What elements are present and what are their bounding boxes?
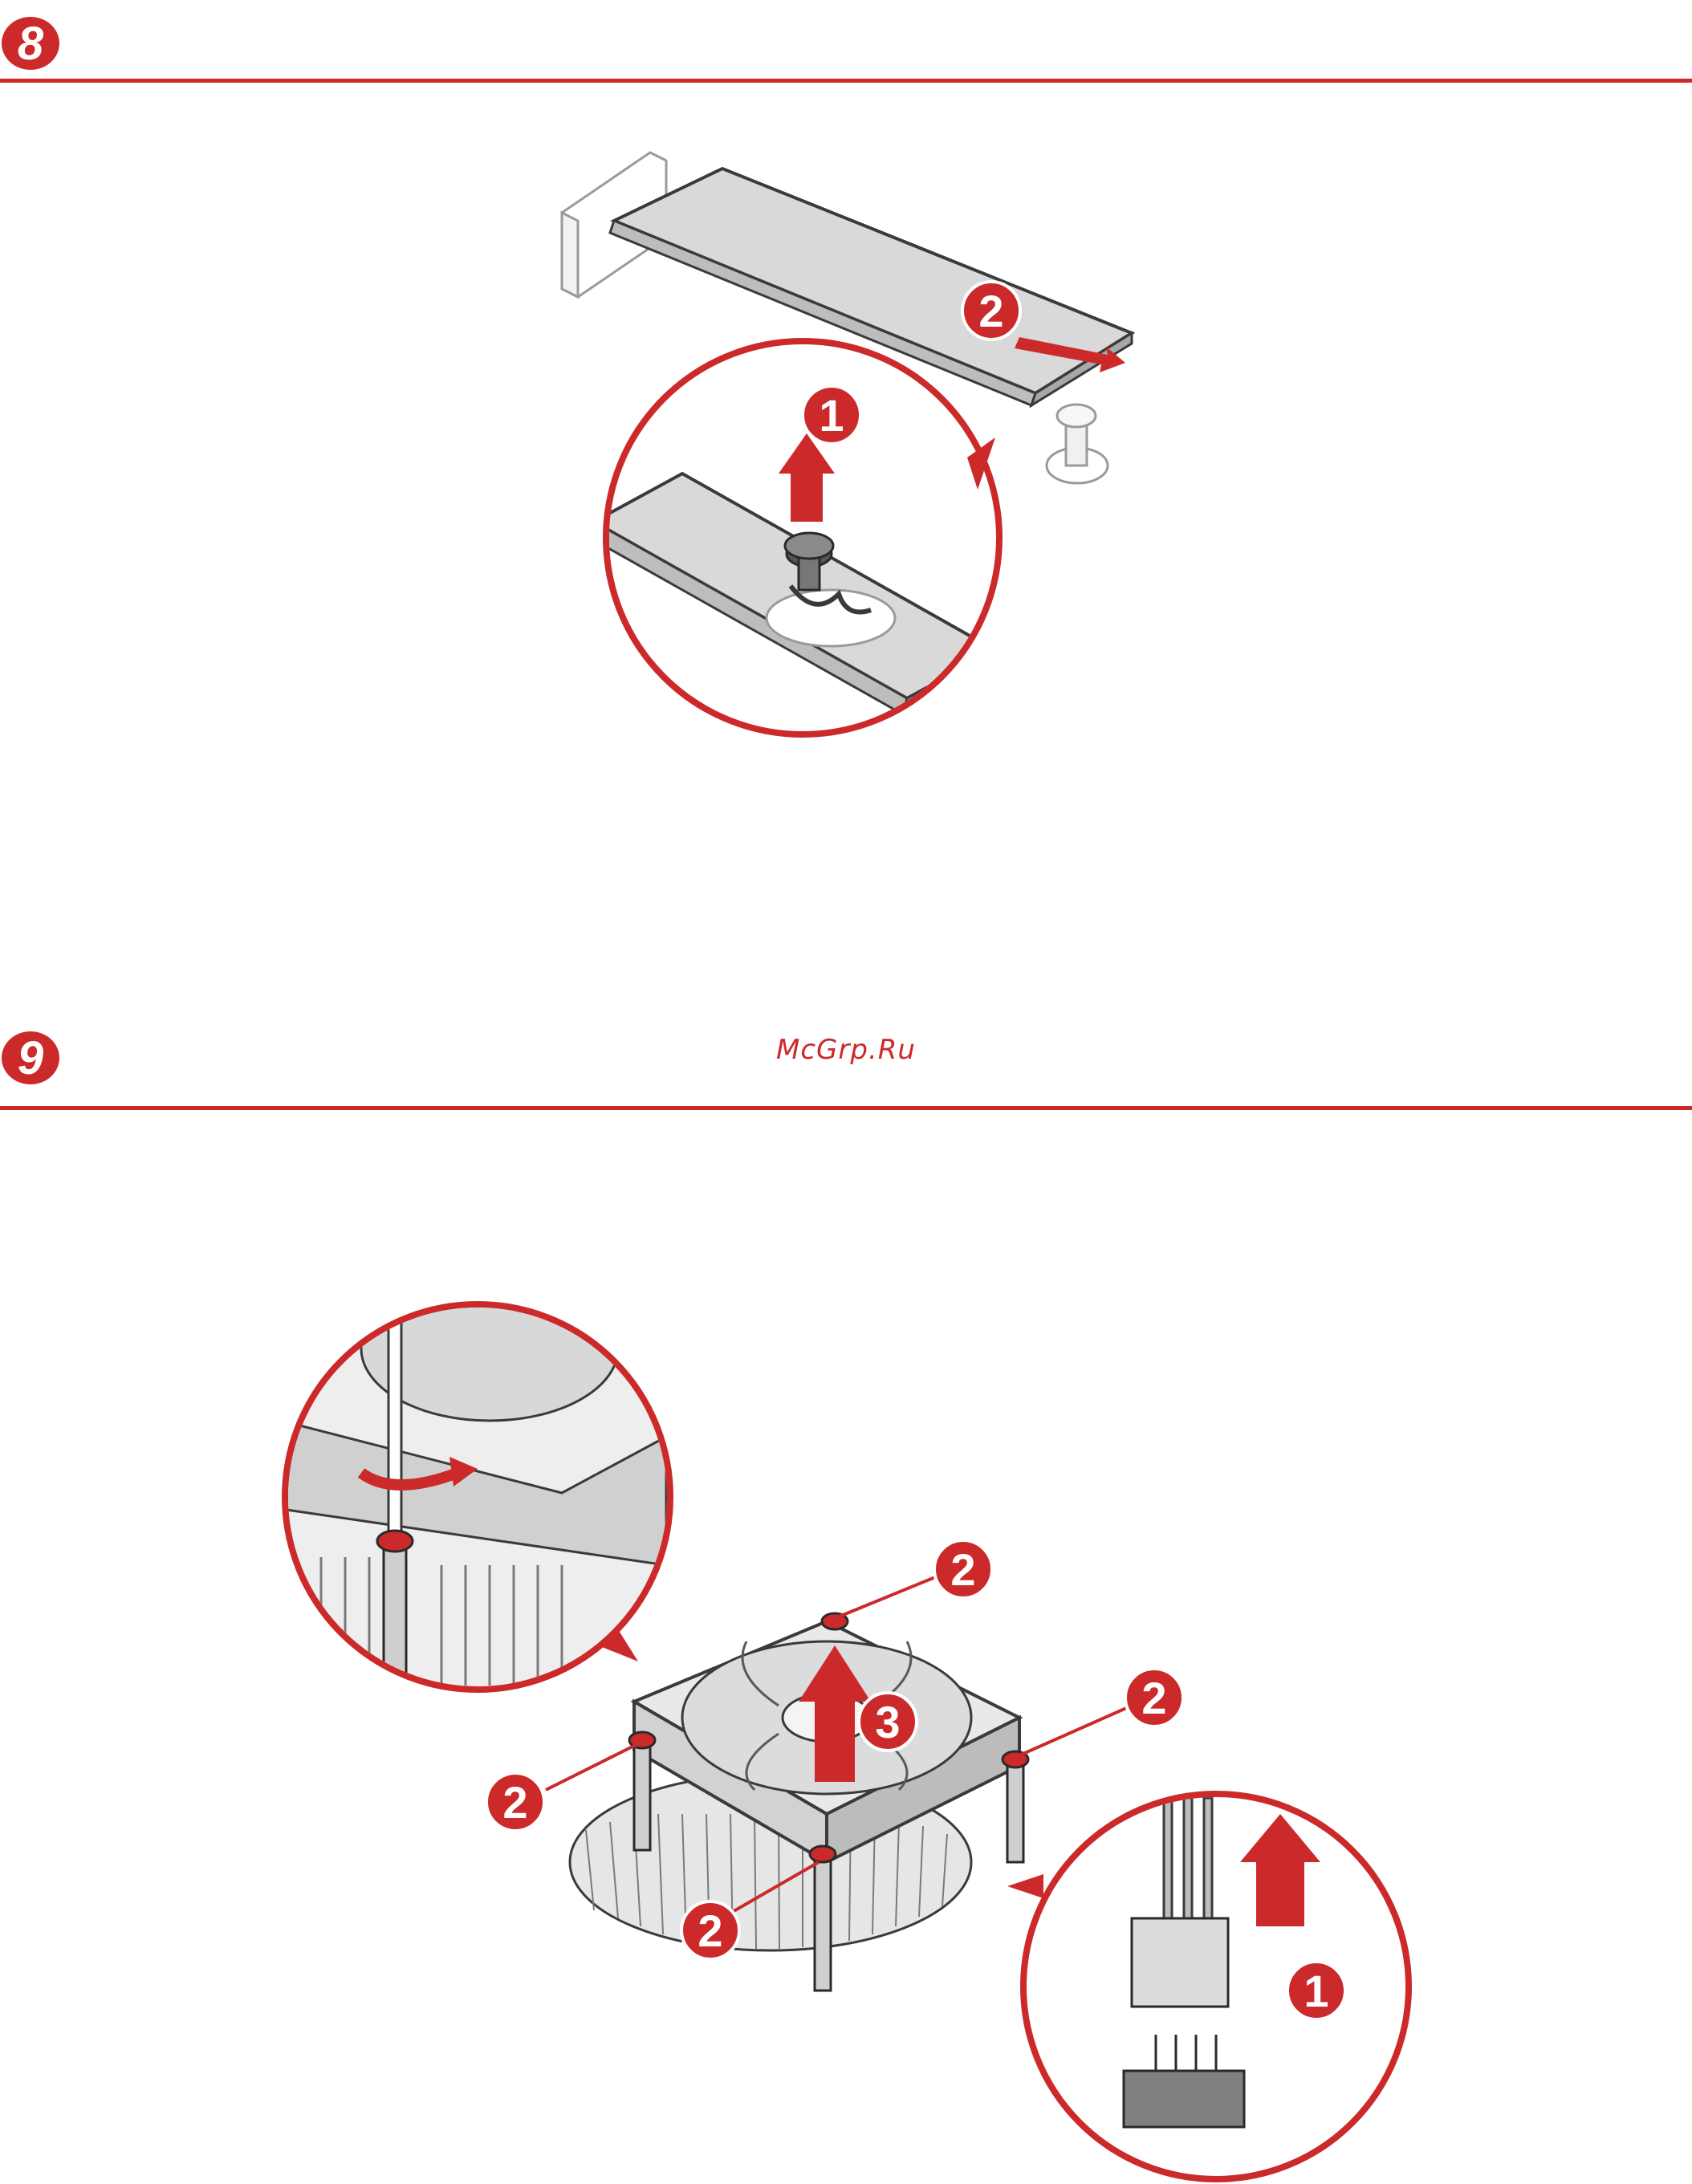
step-8-number: 8 [18, 18, 44, 70]
callout-2-left: 2 [486, 1773, 544, 1831]
m2-retainer [1047, 405, 1108, 483]
callout-1-label: 1 [819, 390, 844, 441]
step-8-divider [0, 79, 1692, 83]
callout-1-connector-label: 1 [1304, 1966, 1328, 2016]
callout-2-top: 2 [934, 1540, 992, 1598]
callout-2-top-label: 2 [950, 1544, 975, 1595]
callout-2-right-label: 2 [1141, 1673, 1166, 1723]
detail-magnifier [590, 341, 999, 734]
step-8-badge: 8 [0, 14, 66, 72]
callout-1-connector: 1 [1287, 1962, 1345, 2019]
step-8-illustration: 2 1 [546, 136, 1156, 763]
callout-3-label: 3 [875, 1697, 900, 1747]
callout-2-left-label: 2 [502, 1777, 527, 1828]
connector-detail-magnifier [1007, 1794, 1409, 2179]
watermark-text: McGrp.Ru [0, 1034, 1692, 1066]
screw-detail-magnifier [281, 1300, 670, 1690]
callout-2-bottom-label: 2 [698, 1905, 722, 1956]
callout-2-label: 2 [978, 286, 1003, 336]
step-number-badge-8: 8 [0, 14, 66, 72]
callout-2-bottom: 2 [681, 1901, 739, 1959]
step-9-divider [0, 1106, 1692, 1110]
callout-1: 1 [803, 386, 860, 444]
callout-3: 3 [859, 1693, 917, 1751]
callout-2-right: 2 [1125, 1669, 1183, 1726]
callout-2: 2 [962, 282, 1020, 340]
step-9-illustration: 2 2 2 2 3 [281, 1300, 1421, 2183]
